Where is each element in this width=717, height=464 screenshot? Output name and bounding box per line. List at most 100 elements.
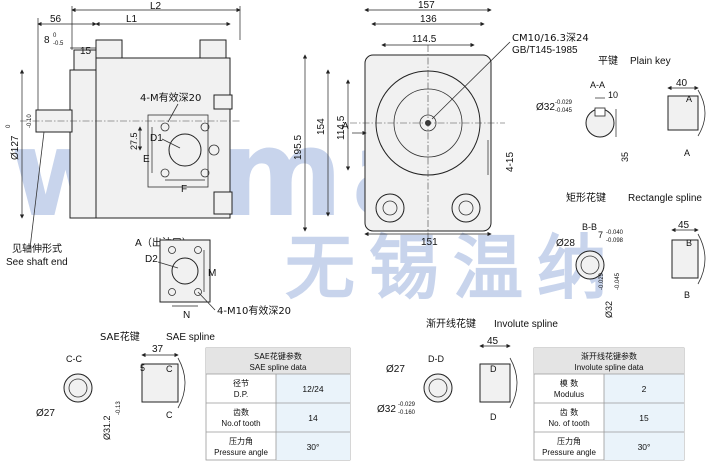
dim-15: 15 xyxy=(80,46,92,57)
involute-section: D-D xyxy=(428,354,444,364)
sae-row-3-name-cn: 压力角 xyxy=(229,436,253,446)
sae-d5: 5 xyxy=(140,363,145,373)
rect-spline-d7-tol-upper: -0.040 xyxy=(606,230,624,236)
front-port-d1 xyxy=(168,133,202,167)
front-port-outline xyxy=(147,114,209,188)
outlet-thread-note: 4-M10有效深20 xyxy=(217,304,291,317)
sae-shaft xyxy=(141,363,179,403)
involute-row-2-value: 15 xyxy=(639,413,649,423)
involute-d-top: D xyxy=(490,364,497,374)
sae-row-2-name-en: No.of tooth xyxy=(221,419,260,428)
sae-title-cn: SAE花键 xyxy=(100,330,140,343)
sae-d312-tol: -0.13 xyxy=(116,401,122,415)
sae-row-1-name-en: D.P. xyxy=(234,390,249,399)
sae-row-1-name-cn: 径节 xyxy=(233,378,249,388)
dim-114-5: 114.5 xyxy=(412,34,437,45)
plain-key-d32-tol-upper: -0.029 xyxy=(555,100,573,106)
dim-127-tol-upper: 0 xyxy=(6,124,12,128)
sae-row-1-value: 12/24 xyxy=(302,384,324,394)
sae-section-circle xyxy=(63,373,93,403)
dim-136: 136 xyxy=(420,14,437,25)
label-m: M xyxy=(208,268,216,279)
shaft-thread: CM10/16.3深24 xyxy=(512,32,589,44)
plain-key-d35: 35 xyxy=(620,152,630,162)
sae-row-2-value: 14 xyxy=(308,413,318,423)
dim-l2: L2 xyxy=(150,1,162,12)
dim-4-15: 4-15 xyxy=(505,152,516,172)
sae-title-en: SAE spline xyxy=(166,332,215,343)
rect-spline-d7-tol-lower: -0.098 xyxy=(606,238,624,244)
rect-spline-d32-tol-upper: -0.029 xyxy=(599,272,605,290)
involute-row-3-value: 30° xyxy=(638,442,651,452)
involute-row-1-name-cn: 模 数 xyxy=(560,378,579,388)
side-view: 157 136 114.5 195.5 154 114.5 151 4-15 A… xyxy=(293,0,589,248)
plain-key-d32: Ø32 xyxy=(536,102,555,113)
rect-spline-d32-tol-lower: -0.045 xyxy=(615,272,621,290)
label-n: N xyxy=(183,310,190,321)
label-f: F xyxy=(181,184,187,195)
section-a-mark: A xyxy=(342,121,349,132)
label-d2: D2 xyxy=(145,254,158,265)
involute-d32: Ø32 xyxy=(377,404,396,415)
dim-154: 154 xyxy=(316,118,327,135)
involute-d45: 45 xyxy=(487,336,499,347)
sae-row-3-name-en: Pressure angle xyxy=(214,448,268,457)
dim-127-tol-lower: -0.10 xyxy=(27,114,33,128)
sae-section: C-C xyxy=(66,354,82,364)
sae-c-bottom: C xyxy=(166,410,173,420)
shaft-standard: GB/T145-1985 xyxy=(512,45,578,56)
front-body-top-right xyxy=(199,39,227,59)
side-lower-port-left xyxy=(375,193,405,223)
sae-c-top: C xyxy=(166,364,173,374)
sae-table-header-cn: SAE花键参数 xyxy=(254,351,302,361)
rect-spline-shaft xyxy=(671,239,699,279)
rect-spline-d28: Ø28 xyxy=(556,238,575,249)
sae-row-3-value: 30° xyxy=(307,442,320,452)
sae-d27: Ø27 xyxy=(36,408,55,419)
dim-157: 157 xyxy=(418,0,435,11)
shaft-note-cn: 见轴伸形式 xyxy=(12,242,62,255)
rect-spline-title-en: Rectangle spline xyxy=(628,193,702,204)
rect-spline-b-top: B xyxy=(686,238,692,248)
involute-row-2-name-cn: 齿 数 xyxy=(560,407,579,417)
front-body xyxy=(95,57,231,219)
plain-key-a-top: A xyxy=(686,94,692,104)
plain-key-d10: 10 xyxy=(608,90,618,100)
involute-d27: Ø27 xyxy=(386,364,405,375)
outlet-port xyxy=(171,257,199,285)
shaft-note-en: See shaft end xyxy=(6,257,68,268)
plain-key-d32-tol-lower: -0.045 xyxy=(555,108,573,114)
watermark-chinese: 无锡温纳 xyxy=(285,227,621,309)
plain-key-a-bottom: A xyxy=(684,148,690,158)
involute-table-header-en: Involute spline data xyxy=(575,363,644,372)
involute-spline: 渐开线花键 Involute spline D-D Ø27 Ø32 -0.029… xyxy=(377,317,558,422)
label-d1: D1 xyxy=(150,133,163,144)
front-right-boss xyxy=(213,94,233,110)
rect-spline-b-bottom: B xyxy=(684,290,690,300)
involute-d-bottom: D xyxy=(490,412,497,422)
front-view: L2 L1 56 8 0 -0.5 15 Ø127 0 -0.10 27.5 4… xyxy=(6,1,241,268)
involute-row-3-name-cn: 压力角 xyxy=(557,436,581,446)
sae-table: SAE花键参数 SAE spline data 径节 D.P. 12/24 齿数… xyxy=(205,347,351,461)
rect-spline-title-cn: 矩形花键 xyxy=(566,191,606,204)
dim-114-5-vertical: 114.5 xyxy=(336,115,347,140)
dim-27-5: 27.5 xyxy=(129,132,139,150)
rect-spline-d7: 7 xyxy=(598,230,603,240)
dim-151: 151 xyxy=(421,237,438,248)
outlet-view: A（出油口） D2 M N 4-M10有效深20 xyxy=(135,236,291,321)
sae-d37: 37 xyxy=(152,344,164,355)
plain-key-title-cn: 平键 xyxy=(598,54,618,67)
rect-spline-d32: Ø32 xyxy=(604,301,614,318)
thread-holes-label: 4-M有效深20 xyxy=(140,91,201,104)
involute-title-cn: 渐开线花键 xyxy=(426,317,476,330)
involute-d32-tol-upper: -0.029 xyxy=(398,402,416,408)
dim-8-tol-lower: -0.5 xyxy=(53,41,64,47)
involute-shaft xyxy=(479,363,511,403)
sae-row-2-name-cn: 齿数 xyxy=(233,407,249,417)
rect-spline-section: B-B xyxy=(582,222,597,232)
rect-spline-d45: 45 xyxy=(678,220,690,231)
involute-row-1-value: 2 xyxy=(642,384,647,394)
sae-table-header-en: SAE spline data xyxy=(250,363,307,372)
dim-127: Ø127 xyxy=(10,135,21,160)
